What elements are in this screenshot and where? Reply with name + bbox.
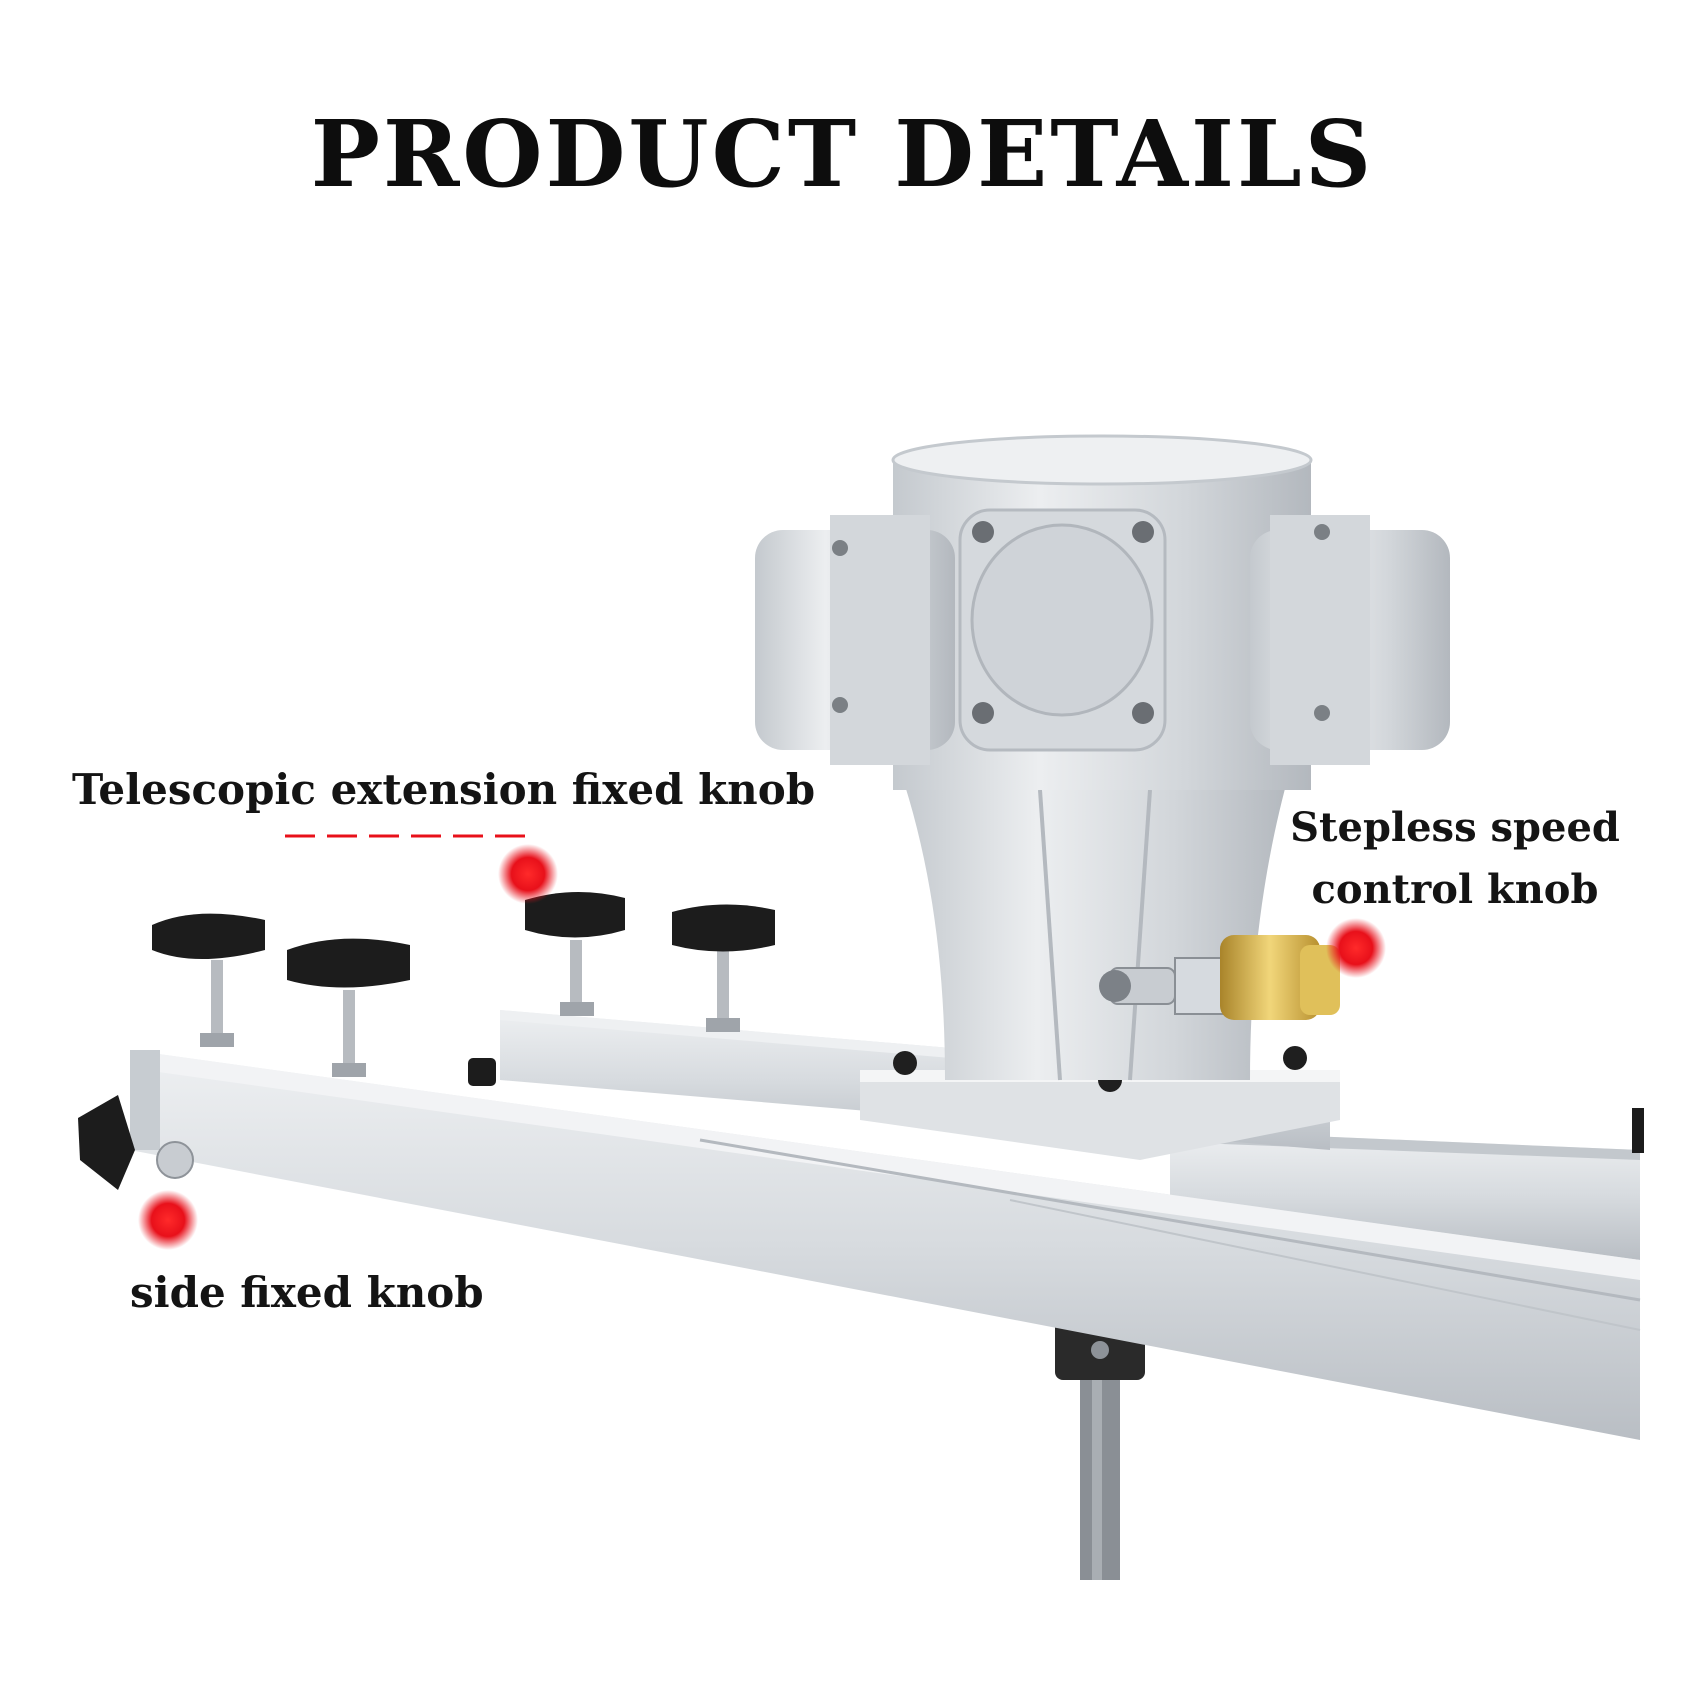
telescopic-knob-3 [525, 891, 625, 1016]
main-rail [130, 1050, 1641, 1440]
stepless-knob-label: Stepless speed control knob [1290, 797, 1620, 921]
side-marker-dot [138, 1190, 198, 1250]
air-motor-body [755, 434, 1450, 1081]
page-title: PRODUCT DETAILS [310, 100, 1375, 208]
side-knob-label: side fixed knob [130, 1268, 484, 1317]
stepless-marker-dot [1326, 918, 1386, 978]
telescopic-marker-dot [498, 844, 558, 904]
support-pole [1055, 1320, 1145, 1580]
telescopic-knob-2 [287, 938, 410, 1077]
side-knob [78, 1058, 1644, 1190]
stepless-label-line1: Stepless speed [1290, 804, 1620, 851]
telescopic-knob-1 [152, 913, 265, 1047]
telescopic-knob-label: Telescopic extension fixed knob [72, 765, 816, 814]
stepless-label-line2: control knob [1311, 866, 1599, 913]
telescopic-knob-4 [672, 904, 775, 1032]
speed-control-valve [1099, 935, 1340, 1020]
